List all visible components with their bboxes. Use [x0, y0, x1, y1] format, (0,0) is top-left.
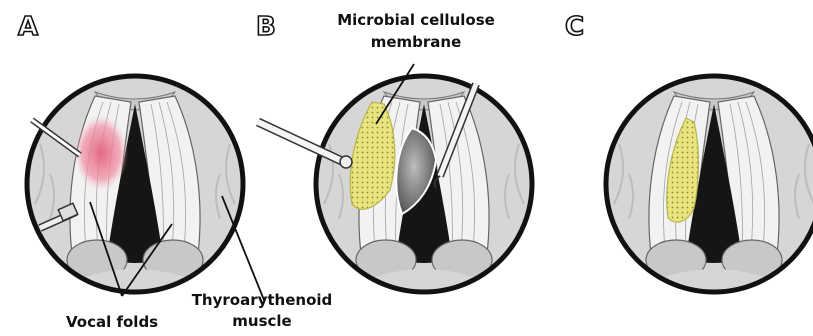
panel-b: B Microbial cellulose membrane	[256, 11, 544, 314]
muscle-label-line2: muscle	[232, 312, 291, 330]
vocal-folds-label: Vocal folds	[66, 313, 158, 331]
panel-a: A Vocal folds Thyroarythenoid muscle	[15, 12, 332, 331]
panel-a-letter: A	[18, 12, 38, 42]
lesion	[74, 115, 128, 191]
muscle-pointer	[222, 196, 264, 300]
muscle-label-line1: Thyroarythenoid	[192, 291, 333, 309]
panel-c: C	[565, 12, 813, 314]
panel-c-letter: C	[565, 12, 584, 42]
membrane-label-line2: membrane	[371, 33, 462, 51]
panel-b-letter: B	[256, 12, 276, 42]
membrane-label-line1: Microbial cellulose	[337, 11, 495, 29]
